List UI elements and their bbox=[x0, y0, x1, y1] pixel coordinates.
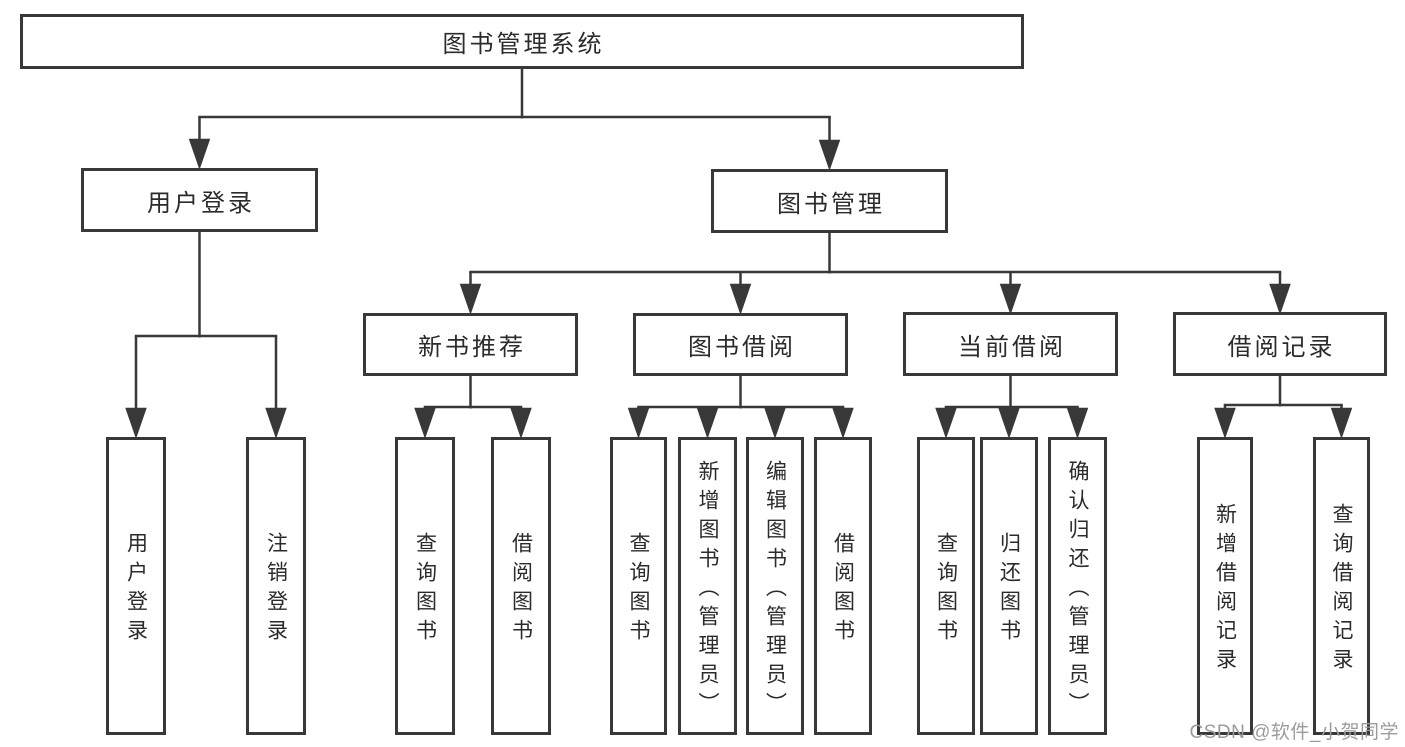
leaf-logout: 注销登录 bbox=[246, 437, 306, 735]
leaf-borrow-books-label: 借阅图书 bbox=[831, 532, 855, 648]
leaf-add-book-admin: 新增图书（管理员） bbox=[678, 437, 737, 735]
box-book-management-label: 图书管理 bbox=[777, 190, 885, 218]
leaf-add-borrow-record-label: 新增借阅记录 bbox=[1213, 503, 1237, 677]
box-user-login: 用户登录 bbox=[81, 168, 318, 232]
leaf-edit-book-admin: 编辑图书（管理员） bbox=[746, 437, 804, 735]
box-user-login-label: 用户登录 bbox=[147, 189, 255, 217]
leaf-query-borrow-record-label: 查询借阅记录 bbox=[1330, 503, 1353, 677]
box-current-borrowing: 当前借阅 bbox=[903, 312, 1118, 376]
leaf-borrow-books-recommend-label: 借阅图书 bbox=[509, 532, 533, 648]
box-borrowing-records-label: 借阅记录 bbox=[1227, 333, 1336, 361]
leaf-add-book-admin-label: 新增图书（管理员） bbox=[696, 459, 719, 721]
box-new-book-recommendation-label: 新书推荐 bbox=[418, 334, 526, 361]
leaf-edit-book-admin-label: 编辑图书（管理员） bbox=[763, 459, 787, 721]
box-library-system: 图书管理系统 bbox=[20, 14, 1024, 69]
leaf-query-books-borrow-label: 查询图书 bbox=[627, 532, 650, 648]
box-book-borrowing: 图书借阅 bbox=[633, 313, 848, 376]
leaf-confirm-return-admin: 确认归还（管理员） bbox=[1048, 437, 1107, 735]
leaf-query-books-borrow: 查询图书 bbox=[610, 437, 667, 735]
leaf-query-borrow-record: 查询借阅记录 bbox=[1313, 437, 1370, 735]
box-book-borrowing-label: 图书借阅 bbox=[688, 334, 796, 361]
leaf-user-login-label: 用户登录 bbox=[124, 532, 148, 648]
leaf-logout-label: 注销登录 bbox=[264, 532, 288, 648]
box-library-system-label: 图书管理系统 bbox=[442, 31, 605, 58]
leaf-add-borrow-record: 新增借阅记录 bbox=[1197, 437, 1253, 735]
leaf-query-books-current-label: 查询图书 bbox=[934, 532, 958, 648]
leaf-user-login: 用户登录 bbox=[106, 437, 166, 735]
watermark: CSDN @软件_小贺同学 bbox=[1189, 722, 1399, 743]
leaf-confirm-return-admin-label: 确认归还（管理员） bbox=[1066, 459, 1089, 721]
box-current-borrowing-label: 当前借阅 bbox=[958, 333, 1066, 361]
leaf-borrow-books-recommend: 借阅图书 bbox=[491, 437, 551, 735]
leaf-query-books-current: 查询图书 bbox=[917, 437, 975, 735]
box-book-management: 图书管理 bbox=[711, 169, 948, 233]
box-borrowing-records: 借阅记录 bbox=[1173, 312, 1387, 376]
leaf-query-books-recommend-label: 查询图书 bbox=[413, 532, 437, 648]
box-new-book-recommendation: 新书推荐 bbox=[363, 313, 578, 376]
leaf-return-books: 归还图书 bbox=[980, 437, 1038, 735]
leaf-return-books-label: 归还图书 bbox=[997, 532, 1021, 648]
leaf-query-books-recommend: 查询图书 bbox=[395, 437, 455, 735]
leaf-borrow-books: 借阅图书 bbox=[814, 437, 872, 735]
